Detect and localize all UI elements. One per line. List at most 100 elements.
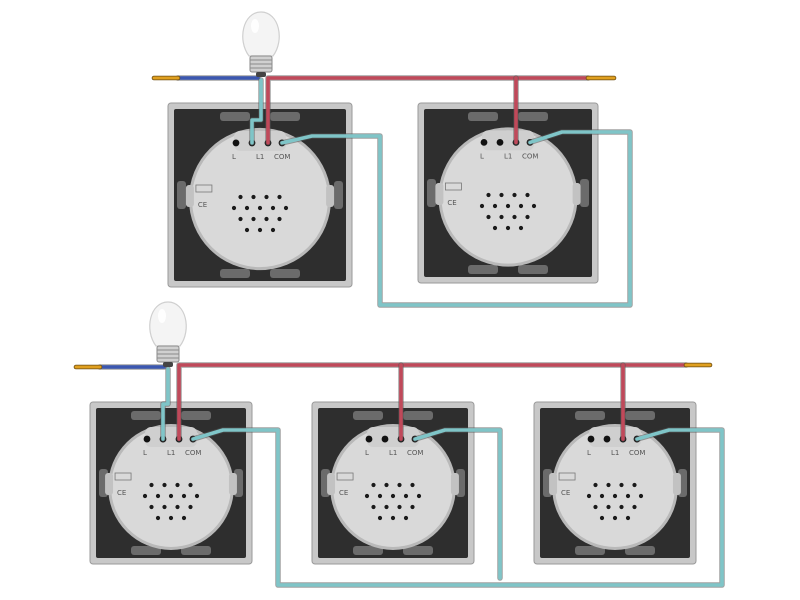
module-hole bbox=[181, 515, 187, 521]
mounting-tab bbox=[353, 546, 383, 555]
module-hole bbox=[251, 194, 256, 200]
wires-layer-front bbox=[73, 75, 725, 588]
ce-mark-icon: CE bbox=[561, 489, 570, 497]
lamp-wire-top bbox=[250, 78, 263, 145]
terminal-hole bbox=[381, 435, 389, 443]
module-clip bbox=[435, 183, 444, 205]
module-label bbox=[558, 472, 576, 481]
module-hole bbox=[188, 504, 193, 510]
terminal-hole bbox=[365, 435, 373, 443]
module-hole bbox=[505, 225, 511, 231]
terminal-block bbox=[589, 427, 641, 448]
traveler-wire-top bbox=[280, 130, 632, 307]
marking-com: COM bbox=[522, 152, 538, 160]
terminal-hole bbox=[603, 435, 611, 443]
module-hole bbox=[606, 482, 611, 488]
bulb-highlight bbox=[251, 19, 259, 33]
module-hole bbox=[244, 227, 250, 233]
module-hole bbox=[625, 515, 631, 521]
module-clip bbox=[672, 473, 681, 495]
module-hole bbox=[149, 504, 154, 510]
module-hole bbox=[599, 515, 605, 521]
terminal-block bbox=[367, 427, 419, 448]
lamp-bottom bbox=[149, 301, 187, 367]
mounting-tab bbox=[427, 179, 436, 207]
module-hole bbox=[264, 216, 269, 222]
mounting-tab bbox=[625, 546, 655, 555]
marking-l1: L1 bbox=[167, 449, 175, 457]
terminal-hole bbox=[480, 139, 488, 146]
switch-module bbox=[191, 130, 329, 268]
module-hole bbox=[257, 227, 263, 233]
marking-l1: L1 bbox=[504, 152, 512, 160]
module-hole bbox=[593, 482, 598, 488]
module-hole bbox=[377, 515, 383, 521]
lamp-top bbox=[242, 11, 280, 77]
module-hole bbox=[612, 493, 618, 499]
lamps-layer bbox=[149, 11, 280, 367]
module-clip bbox=[327, 473, 336, 495]
marking-com: COM bbox=[274, 153, 290, 161]
traveler-wire-bottom-mid bbox=[413, 428, 502, 580]
mounting-tab bbox=[575, 411, 605, 420]
module-hole bbox=[264, 194, 269, 200]
module-hole bbox=[175, 482, 180, 488]
module-hole bbox=[188, 482, 193, 488]
module-hole bbox=[632, 504, 637, 510]
marking-l: L bbox=[232, 153, 236, 161]
module-hole bbox=[277, 216, 282, 222]
module-hole bbox=[175, 504, 180, 510]
marking-com: COM bbox=[407, 449, 423, 457]
module-label bbox=[444, 182, 462, 191]
terminal-hole bbox=[143, 435, 151, 443]
module-hole bbox=[619, 504, 624, 510]
mounting-tab bbox=[353, 411, 383, 420]
mounting-tab bbox=[270, 269, 300, 278]
switch-module bbox=[555, 427, 675, 547]
ce-mark-icon: CE bbox=[339, 489, 348, 497]
marking-com: COM bbox=[185, 449, 201, 457]
module-hole bbox=[599, 493, 605, 499]
mounting-tab bbox=[403, 546, 433, 555]
mounting-tab bbox=[220, 112, 250, 121]
mounting-tab bbox=[177, 181, 186, 209]
mounting-tab bbox=[181, 546, 211, 555]
module-hole bbox=[397, 482, 402, 488]
module-hole bbox=[403, 493, 409, 499]
module-hole bbox=[162, 504, 167, 510]
module-hole bbox=[277, 194, 282, 200]
module-hole bbox=[632, 482, 637, 488]
module-hole bbox=[371, 504, 376, 510]
module-hole bbox=[593, 504, 598, 510]
mounting-tab bbox=[270, 112, 300, 121]
module-hole bbox=[499, 192, 504, 198]
module-hole bbox=[377, 493, 383, 499]
module-hole bbox=[168, 515, 174, 521]
marking-l: L bbox=[143, 449, 147, 457]
traveler-wire-bottom bbox=[191, 428, 724, 587]
module-hole bbox=[410, 504, 415, 510]
module-hole bbox=[397, 504, 402, 510]
module-hole bbox=[390, 493, 396, 499]
module-hole bbox=[283, 205, 289, 211]
module-clip bbox=[185, 185, 194, 207]
mounting-tab bbox=[518, 265, 548, 274]
module-hole bbox=[257, 205, 263, 211]
ce-mark-icon: CE bbox=[447, 199, 456, 207]
module-hole bbox=[606, 504, 611, 510]
mounting-tab bbox=[220, 269, 250, 278]
module-hole bbox=[270, 205, 276, 211]
light-bulb-icon bbox=[242, 11, 280, 57]
module-hole bbox=[638, 493, 644, 499]
module-hole bbox=[168, 493, 174, 499]
module-clip bbox=[105, 473, 114, 495]
module-label bbox=[114, 472, 132, 481]
module-hole bbox=[612, 515, 618, 521]
module-clip bbox=[326, 185, 335, 207]
module-label bbox=[336, 472, 354, 481]
module-hole bbox=[410, 482, 415, 488]
marking-l: L bbox=[365, 449, 369, 457]
mounting-tab bbox=[468, 265, 498, 274]
module-clip bbox=[450, 473, 459, 495]
